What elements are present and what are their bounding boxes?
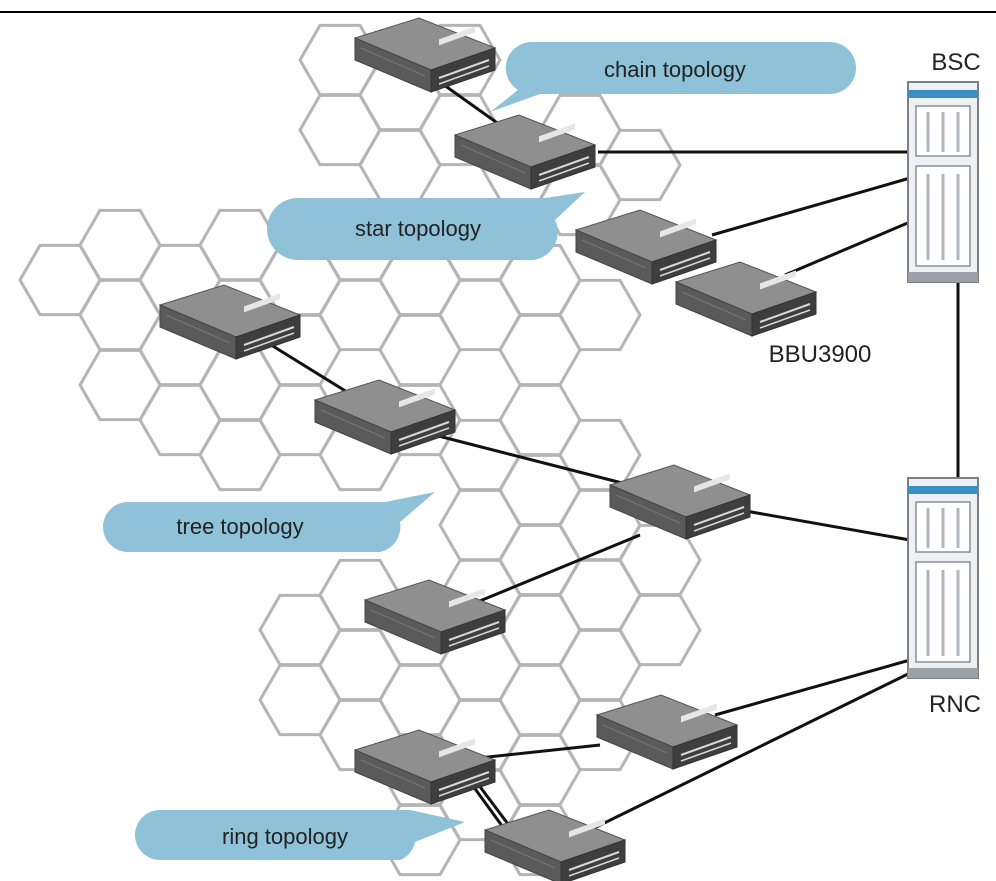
star-topology-label: star topology xyxy=(355,216,481,241)
bubble-chain-topology: chain topology xyxy=(490,42,856,112)
hexagon-cell xyxy=(618,593,702,667)
hexagon-cell xyxy=(198,348,282,422)
bubble-tree-topology: tree topology xyxy=(103,492,435,552)
bbu-unit-tree-root xyxy=(159,284,301,360)
hexagon-cell xyxy=(558,698,642,772)
hexagon-cell xyxy=(318,628,402,702)
hexagon-cell xyxy=(78,278,162,352)
tree-link-2 xyxy=(414,428,631,487)
hexagon-cell xyxy=(138,383,222,457)
star-link-3 xyxy=(784,220,911,277)
bbu-unit-chain-top xyxy=(354,17,496,93)
hexagon-cell xyxy=(258,593,342,667)
hexagon-cell xyxy=(498,733,582,807)
bbu-unit-ring-right xyxy=(596,694,738,770)
hexagon-cell xyxy=(498,593,582,667)
hexagon-cell xyxy=(258,663,342,737)
ring-topology-label: ring topology xyxy=(222,824,348,849)
star-link-2 xyxy=(711,176,911,237)
hexagon-cell xyxy=(498,523,582,597)
hexagon-cell xyxy=(318,278,402,352)
ring-link-5 xyxy=(589,670,913,832)
tree-topology-label: tree topology xyxy=(176,514,303,539)
bsc-rack-icon xyxy=(906,80,980,284)
bbu-unit-ring-left xyxy=(354,729,496,805)
hexagon-cell xyxy=(78,348,162,422)
hexagon-cell xyxy=(498,453,582,527)
hexagon-cell xyxy=(358,128,442,202)
hexagon-cell xyxy=(18,243,102,317)
bbu3900-label: BBU3900 xyxy=(769,341,872,368)
hexagon-cell xyxy=(298,93,382,167)
bbu-unit-star-1 xyxy=(575,209,717,285)
hexagon-cell xyxy=(598,128,682,202)
hexagon-cell xyxy=(438,488,522,562)
bbu-unit-star-2 xyxy=(675,261,817,337)
rnc-label: RNC xyxy=(929,691,981,718)
tree-link-4 xyxy=(469,533,641,607)
hexagon-cell xyxy=(438,278,522,352)
hexagon-cell xyxy=(198,418,282,492)
hexagon-cell xyxy=(558,278,642,352)
hexagon-cell xyxy=(498,383,582,457)
hexagon-cell xyxy=(558,558,642,632)
chain-topology-label: chain topology xyxy=(604,57,746,82)
rnc-rack-icon xyxy=(906,476,980,680)
hexagon-cell xyxy=(198,208,282,282)
hexagon-cell xyxy=(498,313,582,387)
hexagon-cell xyxy=(378,663,462,737)
tree-link-3 xyxy=(739,508,911,542)
bbu-unit-tree-mid xyxy=(314,379,456,455)
hexagon-cell xyxy=(498,663,582,737)
ring-link-2 xyxy=(714,658,911,717)
hexagon-cell xyxy=(378,313,462,387)
bubble-star-topology: star topology xyxy=(267,192,585,261)
bubble-ring-topology: ring topology xyxy=(135,810,465,860)
hexagon-cell xyxy=(78,208,162,282)
bbu-unit-tree-right xyxy=(609,464,751,540)
bbu-unit-chain-bottom xyxy=(454,114,596,190)
hexagon-cell xyxy=(558,628,642,702)
bsc-label: BSC xyxy=(931,49,980,76)
